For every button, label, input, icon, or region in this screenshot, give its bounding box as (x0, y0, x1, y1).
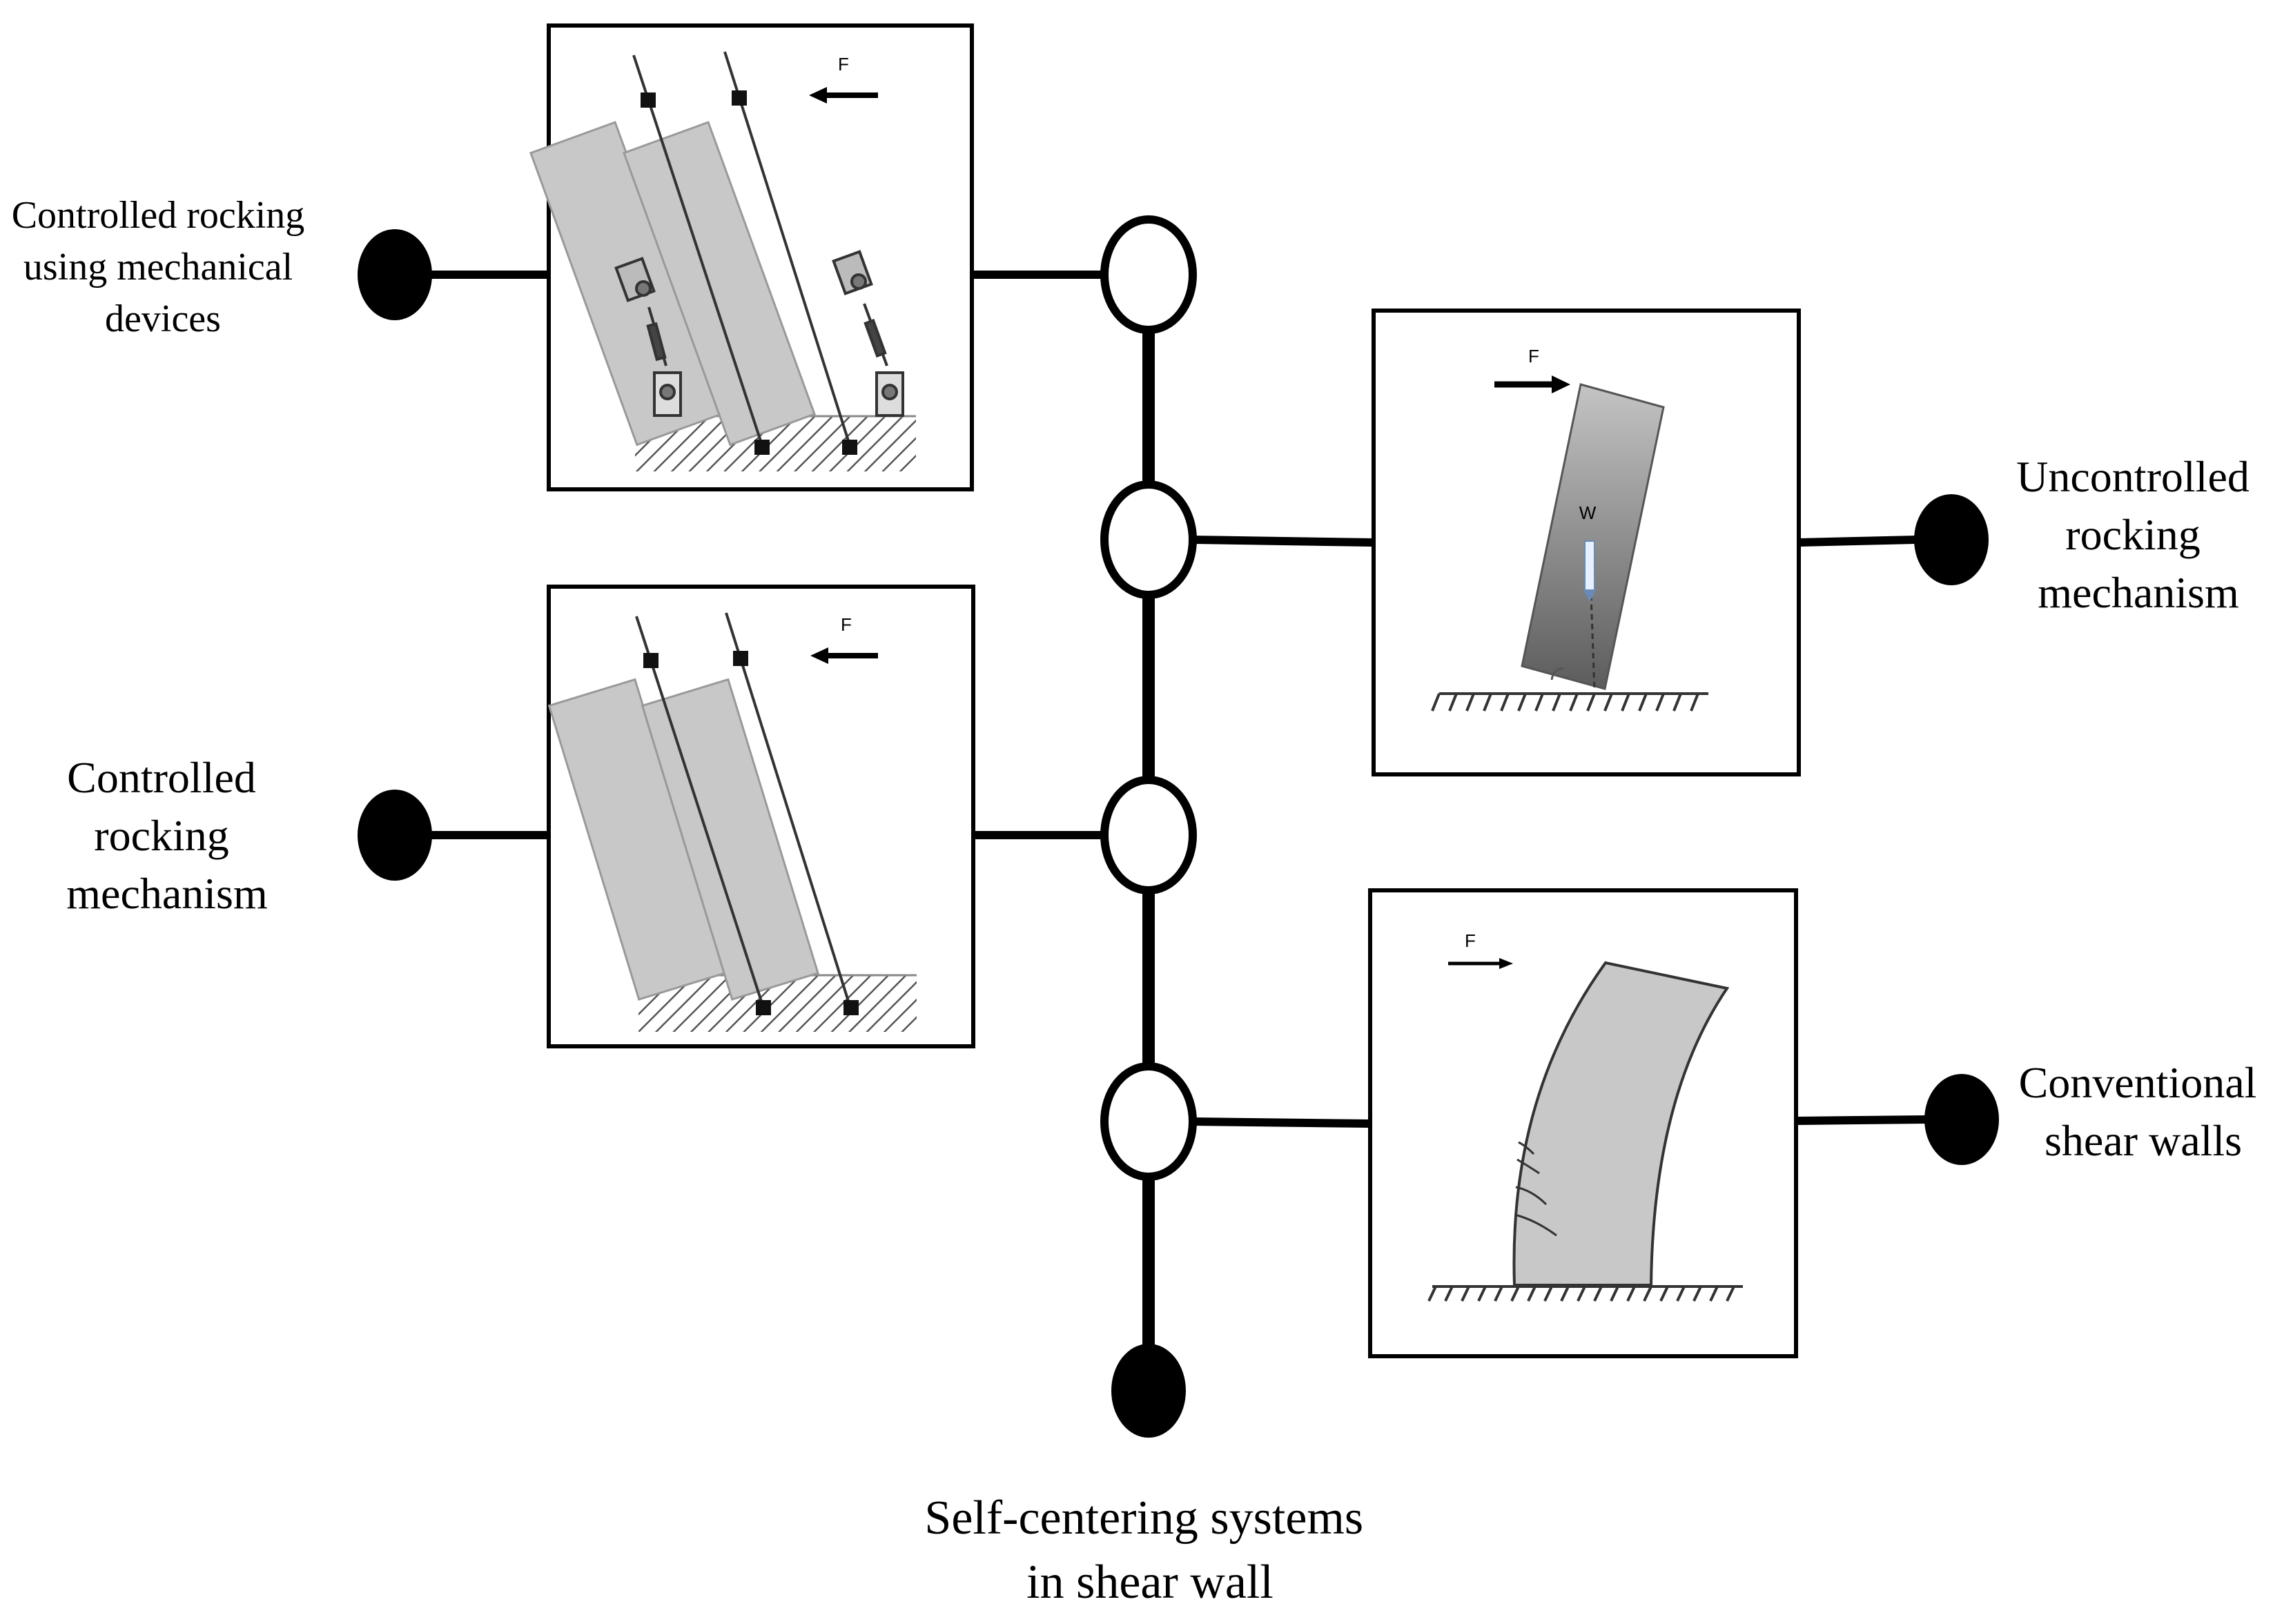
leaf-node-uncontrolled-rocking (1914, 494, 1989, 585)
anchor-bottom-left (756, 1000, 771, 1015)
wall-panel-right (641, 678, 819, 1001)
damper-device-right (832, 250, 904, 417)
force-arrow (1448, 958, 1513, 969)
label-mechanical-devices: Controlled rocking using mechanical devi… (12, 194, 315, 340)
spine-node-2 (1100, 480, 1197, 599)
crack-lines (1514, 1141, 1557, 1237)
force-label: F (1528, 346, 1539, 366)
panel-controlled-rocking: F (547, 585, 975, 1048)
leaf-node-conventional-shear-walls (1924, 1074, 1999, 1165)
force-arrow (809, 87, 878, 104)
root-node (1111, 1344, 1186, 1438)
force-label: F (1465, 930, 1476, 951)
damper-device-left (614, 257, 682, 417)
leaf-node-mechanical-devices (358, 229, 432, 320)
panel-uncontrolled-rocking: W F (1372, 309, 1801, 776)
label-uncontrolled-rocking: Uncontrolled rocking mechanism (2016, 452, 2261, 617)
anchor-top-right (733, 651, 748, 666)
anchor-top-left (643, 653, 659, 668)
anchor-bottom-right (843, 1000, 859, 1015)
label-controlled-rocking: Controlled rocking mechanism (66, 753, 267, 918)
label-conventional-shear-walls: Conventional shear walls (2019, 1058, 2268, 1165)
panel-conventional-shear-walls: F (1368, 888, 1798, 1358)
label-root: Self-centering systems in shear wall (924, 1491, 1375, 1609)
force-label: F (838, 54, 849, 75)
weight-label: W (1579, 502, 1597, 523)
spine-node-1 (1100, 215, 1197, 334)
anchor-bottom-right (842, 440, 857, 455)
leaf-node-controlled-rocking (358, 790, 432, 881)
wall-panel-right (623, 121, 816, 447)
ground-line (1427, 1285, 1743, 1302)
anchor-top-left (641, 92, 656, 108)
panel-mechanical-devices: F (529, 23, 974, 491)
rigid-wall-block (1521, 383, 1665, 690)
spine-node-3 (1100, 776, 1197, 894)
spine-nodes (1100, 215, 1197, 1181)
anchor-bottom-left (754, 440, 770, 455)
anchor-top-right (732, 90, 747, 106)
force-label: F (841, 614, 852, 635)
weight-arrow (1583, 540, 1597, 602)
spine-node-4 (1100, 1062, 1197, 1181)
force-arrow (810, 647, 878, 664)
ground-line (1431, 692, 1708, 712)
force-arrow (1494, 375, 1570, 393)
